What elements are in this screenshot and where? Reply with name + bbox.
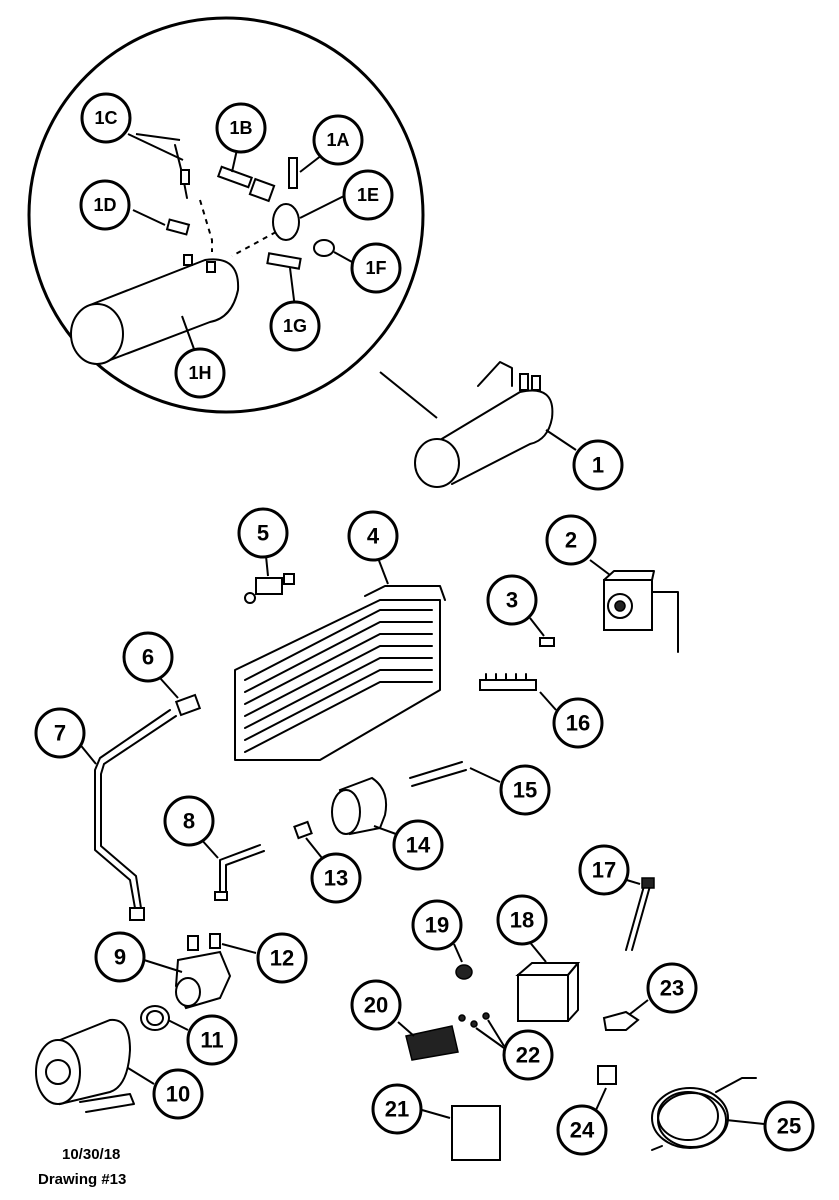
callout-label: 11 <box>200 1028 223 1053</box>
part-7-tube <box>77 709 177 921</box>
callout-9: 9 <box>94 931 146 983</box>
callout-22: 22 <box>502 1029 554 1081</box>
callout-label: 21 <box>385 1097 409 1122</box>
callout-1A: 1A <box>312 114 364 166</box>
callout-label: 13 <box>324 866 348 891</box>
callout-1D: 1D <box>79 179 131 231</box>
callout-label: 6 <box>142 645 154 670</box>
callout-11: 11 <box>186 1014 238 1066</box>
callout-label: 3 <box>506 588 518 613</box>
callout-label: 18 <box>510 908 534 933</box>
callout-24: 24 <box>556 1104 608 1156</box>
part-19-nut <box>453 943 473 980</box>
part-1-tank <box>414 361 577 488</box>
callout-1F: 1F <box>350 242 402 294</box>
callout-5: 5 <box>237 507 289 559</box>
part-16-terminal-strip <box>479 673 557 711</box>
callout-label: 14 <box>406 833 431 858</box>
part-25-cord <box>651 1077 765 1151</box>
callout-label: 1H <box>188 363 211 383</box>
part-23-clip <box>602 999 649 1031</box>
callout-label: 1A <box>326 130 349 150</box>
callout-1H: 1H <box>174 347 226 399</box>
callout-label: 1 <box>592 453 604 478</box>
callout-1: 1 <box>572 439 624 491</box>
part-8-elbow <box>199 837 265 901</box>
callout-19: 19 <box>411 899 463 951</box>
footer-drawing-number: Drawing #13 <box>38 1171 127 1188</box>
callout-10: 10 <box>152 1068 204 1120</box>
callout-label: 8 <box>183 809 195 834</box>
callout-label: 9 <box>114 945 126 970</box>
part-17-probe <box>619 877 655 951</box>
callout-label: 4 <box>367 524 380 549</box>
part-15-hose <box>409 761 501 787</box>
callout-label: 7 <box>54 721 66 746</box>
callout-label: 19 <box>425 913 449 938</box>
callout-label: 1C <box>94 108 117 128</box>
callout-6: 6 <box>122 631 174 683</box>
callout-label: 20 <box>364 993 388 1018</box>
callout-15: 15 <box>499 764 551 816</box>
fittings-detail <box>165 144 335 270</box>
callout-label: 24 <box>570 1118 595 1143</box>
callout-1C: 1C <box>80 92 132 144</box>
callout-16: 16 <box>552 697 604 749</box>
callout-25: 25 <box>763 1100 815 1152</box>
callout-label: 10 <box>166 1082 190 1107</box>
callout-1B: 1B <box>215 102 267 154</box>
callout-13: 13 <box>310 852 362 904</box>
part-3-fitting <box>529 617 555 647</box>
callout-8: 8 <box>163 795 215 847</box>
callout-14: 14 <box>392 819 444 871</box>
part-13-fitting <box>293 820 323 859</box>
callout-7: 7 <box>34 707 86 759</box>
callout-label: 1D <box>93 195 116 215</box>
part-24-relay <box>595 1065 617 1111</box>
callout-1E: 1E <box>342 169 394 221</box>
part-9-pump-head <box>143 933 257 1010</box>
callout-label: 1G <box>283 316 307 336</box>
part-11-clamp <box>140 1005 189 1031</box>
callout-label: 15 <box>513 778 537 803</box>
callout-label: 17 <box>592 858 616 883</box>
part-2-fan <box>589 559 679 653</box>
callout-3: 3 <box>486 574 538 626</box>
callout-4: 4 <box>347 510 399 562</box>
tank-detail <box>70 254 240 365</box>
callout-label: 23 <box>660 976 684 1001</box>
part-21-plate <box>421 1105 501 1161</box>
part-20-board <box>397 1021 459 1061</box>
callout-label: 1F <box>365 258 386 278</box>
callout-23: 23 <box>646 962 698 1014</box>
callout-18: 18 <box>496 894 548 946</box>
part-6-coupling <box>159 677 202 717</box>
part-5-valve <box>244 555 295 604</box>
callout-label: 16 <box>566 711 590 736</box>
callout-17: 17 <box>578 844 630 896</box>
callout-label: 1B <box>229 118 252 138</box>
part-22-screws <box>458 1012 505 1049</box>
callout-12: 12 <box>256 932 308 984</box>
callout-label: 12 <box>270 946 294 971</box>
callout-20: 20 <box>350 979 402 1031</box>
callout-label: 2 <box>565 528 577 553</box>
callout-label: 25 <box>777 1114 801 1139</box>
part-14-shroud <box>331 776 397 836</box>
part-10-motor <box>35 1018 155 1113</box>
part-4-condenser <box>234 557 446 761</box>
part-18-box <box>515 939 581 1022</box>
callout-label: 22 <box>516 1043 540 1068</box>
callout-1G: 1G <box>269 300 321 352</box>
callout-label: 5 <box>257 521 269 546</box>
footer-date: 10/30/18 <box>62 1146 121 1163</box>
callout-label: 1E <box>357 185 379 205</box>
callout-21: 21 <box>371 1083 423 1135</box>
callout-2: 2 <box>545 514 597 566</box>
